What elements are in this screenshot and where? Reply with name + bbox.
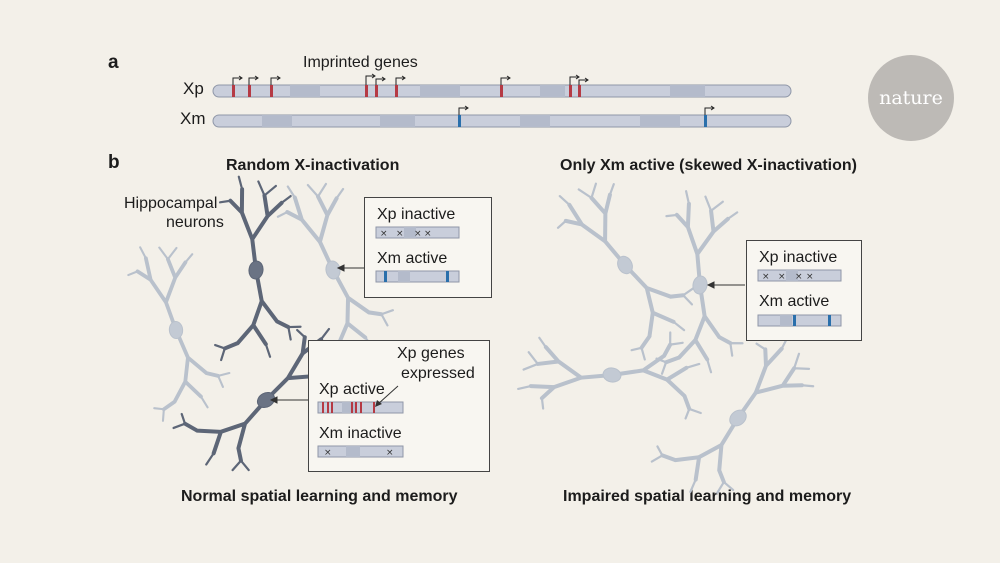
xp-promoter-arrows — [232, 73, 589, 85]
neurons-label-line1: Hippocampal — [124, 195, 218, 212]
inset3-bottom-label: Xm active — [759, 293, 830, 310]
inset1-bottom-label: Xm active — [377, 250, 448, 267]
neuron-right-3 — [513, 306, 716, 438]
panel-b-letter: b — [108, 152, 120, 173]
inset2-note-line1: Xp genes — [397, 345, 465, 362]
left-title: Random X-inactivation — [226, 157, 400, 174]
paternal-gene-marks — [232, 85, 581, 97]
left-caption: Normal spatial learning and memory — [181, 488, 458, 505]
inset-random-bottom: Xp genes expressed Xp active Xm inactive — [308, 340, 490, 472]
inset-skewed: Xp inactive Xm active — [746, 240, 862, 341]
xp-chromosome — [212, 73, 792, 98]
xm-chromosome — [212, 105, 792, 128]
neuron-right-4 — [635, 323, 843, 521]
inset3-top-label: Xp inactive — [759, 249, 838, 266]
neuron-left-dark-1 — [196, 172, 323, 373]
xp-label: Xp — [183, 79, 204, 98]
maternal-gene-mark-2 — [704, 115, 707, 127]
xm-promoter-arrows — [458, 105, 715, 115]
inset-random-top: Xp inactive Xm active — [364, 197, 492, 298]
maternal-gene-mark-1 — [458, 115, 461, 127]
right-caption: Impaired spatial learning and memory — [563, 488, 852, 505]
neurons-label-line2: neurons — [166, 214, 224, 231]
inset1-top-label: Xp inactive — [377, 206, 456, 223]
xm-label: Xm — [180, 109, 206, 128]
nature-logo: nature — [868, 55, 954, 141]
imprinted-genes-title: Imprinted genes — [303, 54, 418, 71]
inset2-bottom-label: Xm inactive — [319, 425, 402, 442]
inset2-note-line2: expressed — [401, 365, 475, 382]
right-title: Only Xm active (skewed X-inactivation) — [560, 157, 857, 174]
inset2-top-label: Xp active — [319, 381, 385, 398]
panel-a-letter: a — [108, 52, 119, 73]
neuron-left-1 — [124, 238, 235, 425]
